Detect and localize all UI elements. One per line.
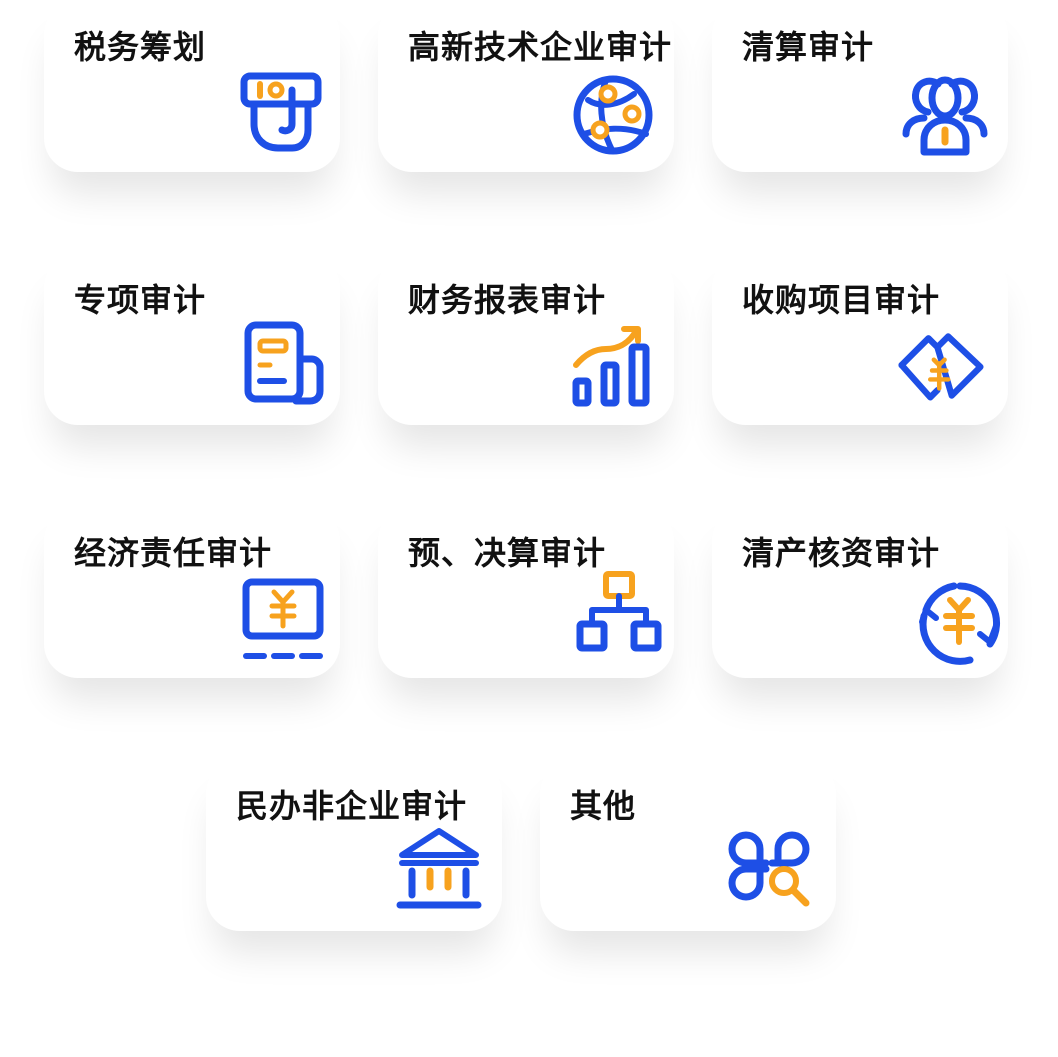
- handshake-yuan-icon: [898, 323, 984, 409]
- service-card-title: 预、决算审计: [408, 534, 607, 572]
- org-chart-icon: [576, 570, 662, 656]
- service-card-high-tech-audit[interactable]: 高新技术企业审计: [378, 0, 674, 172]
- service-card-title: 收购项目审计: [742, 281, 941, 319]
- cycle-yuan-icon: [916, 580, 1002, 666]
- service-card-economic-responsibility-audit[interactable]: 经济责任审计: [44, 506, 340, 678]
- service-card-special-audit[interactable]: 专项审计: [44, 253, 340, 425]
- bank-building-icon: [396, 825, 482, 911]
- service-card-liquidation-audit[interactable]: 清算审计: [712, 0, 1008, 172]
- people-group-icon: [902, 72, 988, 158]
- service-card-financial-statement-audit[interactable]: 财务报表审计: [378, 253, 674, 425]
- service-card-budget-final-accounts-audit[interactable]: 预、决算审计: [378, 506, 674, 678]
- service-card-title: 民办非企业审计: [236, 787, 468, 825]
- apps-search-icon: [726, 823, 812, 909]
- service-card-private-nonenterprise-audit[interactable]: 民办非企业审计: [206, 759, 502, 931]
- service-card-title: 清算审计: [742, 28, 875, 66]
- service-card-title: 专项审计: [74, 281, 207, 319]
- service-card-other[interactable]: 其他: [540, 759, 836, 931]
- service-card-title: 税务筹划: [74, 28, 207, 66]
- bar-chart-trend-icon: [570, 323, 656, 409]
- service-card-title: 经济责任审计: [74, 534, 273, 572]
- service-card-tax-planning[interactable]: 税务筹划: [44, 0, 340, 172]
- tax-plan-icon: [240, 70, 326, 156]
- service-card-acquisition-audit[interactable]: 收购项目审计: [712, 253, 1008, 425]
- document-icon: [240, 321, 326, 407]
- service-card-title: 财务报表审计: [408, 281, 607, 319]
- globe-network-icon: [570, 72, 656, 158]
- service-card-title: 高新技术企业审计: [408, 28, 673, 66]
- monitor-yuan-icon: [240, 576, 326, 662]
- service-card-asset-verification-audit[interactable]: 清产核资审计: [712, 506, 1008, 678]
- service-card-title: 清产核资审计: [742, 534, 941, 572]
- service-card-title: 其他: [570, 787, 637, 825]
